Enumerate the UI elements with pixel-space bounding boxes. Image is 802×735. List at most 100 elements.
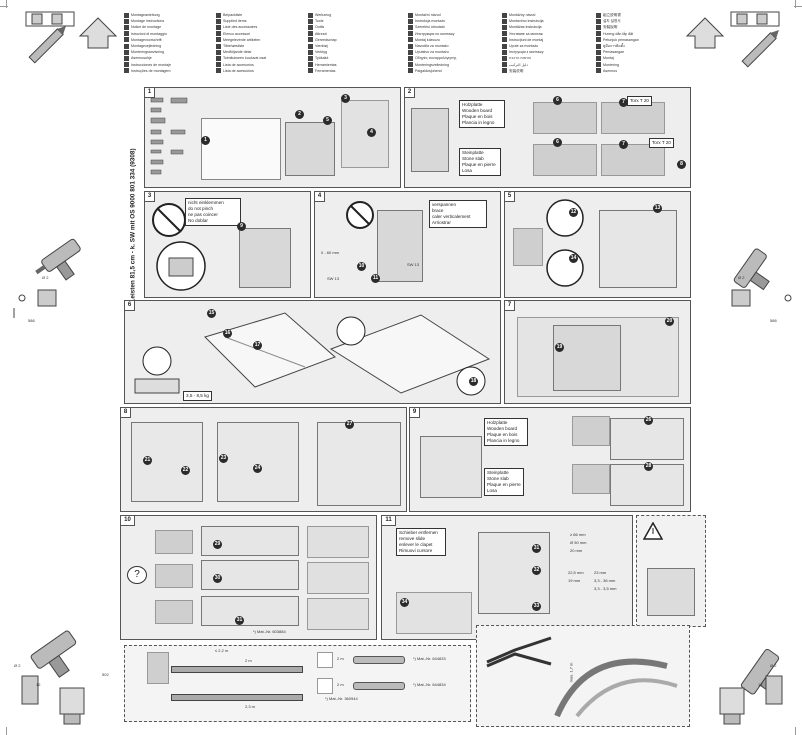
legend-row: Montageanleitung <box>124 12 214 18</box>
flag-icon <box>596 12 601 18</box>
step-callout: 29 <box>213 540 222 549</box>
step-callout: 10 <box>357 262 366 271</box>
legend-row: Tools <box>308 18 388 24</box>
step-panel-5: 5 12 14 13 <box>504 191 691 298</box>
dishwasher-view <box>217 422 299 502</box>
legend-text: Supplied items <box>223 19 247 24</box>
crop-mark <box>794 6 802 7</box>
legend-text: Montagevoorschrift <box>131 37 162 42</box>
dishwasher-body <box>377 210 423 282</box>
bottom-left-drill-diagram <box>21 630 85 725</box>
dishwasher-view <box>131 422 203 502</box>
legend-text: Montavimo instrukcija <box>509 19 544 24</box>
flag-icon <box>124 55 129 61</box>
label-line: enlever le clapet <box>399 542 433 547</box>
legend-text: Instrukcja montażu <box>415 19 446 24</box>
legend-row: Montagevoorschrift <box>124 37 214 43</box>
plinth-detail <box>307 526 369 558</box>
cabinet-section <box>601 144 665 176</box>
step-callout: 13 <box>653 204 662 213</box>
pipe-end <box>147 652 169 684</box>
legend-text: Montagevejledning <box>131 44 162 48</box>
dimension: 3,3 - 3,5 mm <box>594 586 617 591</box>
legend-text: 安装说明 <box>509 68 524 73</box>
legend-row: Navodila za montažo <box>408 43 500 49</box>
legend-row: Instrukcja montażu <box>408 18 500 24</box>
side-detail <box>513 228 543 266</box>
flag-icon <box>408 43 413 49</box>
screw-detail-circle <box>546 199 584 237</box>
dishwasher-open <box>317 422 401 506</box>
torx-label: Torx T 20 <box>627 96 652 106</box>
legend-row: Supplied items <box>216 18 306 24</box>
step-panel-2: 2 Holzplatte Wooden board Plaque en bois… <box>404 87 691 188</box>
legend-text: Navodila za montažo <box>415 44 449 48</box>
legend-text: Montageanleitung <box>131 13 160 17</box>
legend-text: Verktyg <box>315 50 327 55</box>
legend-row: Monteringsveiledning <box>408 62 500 68</box>
flag-icon <box>216 24 221 30</box>
legend-text: Упътване за монтаж <box>509 31 543 36</box>
legend-text: Szerelési útmutató <box>415 25 445 30</box>
no-use-icon <box>346 201 374 229</box>
legend-row: Lista de accesorios <box>216 62 306 68</box>
label-line: nicht einklemmen <box>188 200 224 205</box>
legend-row: Meegeleverde artikelen <box>216 37 306 43</box>
wrench-size: SW 13 <box>407 262 420 267</box>
flag-icon <box>124 31 129 37</box>
dimension: 20 mm <box>570 548 583 553</box>
flag-icon <box>502 12 507 18</box>
socket-icon <box>317 652 333 668</box>
legend-text: Upute za montažu <box>509 44 539 48</box>
legend-row: دليل التركيب <box>502 62 594 68</box>
hose <box>171 694 303 701</box>
legend-row: Työkalut <box>308 55 388 61</box>
flag-icon <box>502 31 507 37</box>
flag-icon <box>124 68 129 74</box>
parts-list <box>150 97 188 175</box>
legend-text: Gereedschap <box>315 37 337 42</box>
flag-icon <box>502 62 507 68</box>
step-callout: 30 <box>213 574 222 583</box>
left-drill-diameter: Ø 2 <box>42 275 49 280</box>
legend-row: Инструкция по монтажу <box>408 31 500 37</box>
plinth-detail <box>307 562 369 594</box>
left-width-dim: 586 <box>28 318 35 323</box>
step-callout: 7 <box>619 140 628 149</box>
legend-row: Pemasangan <box>596 49 678 55</box>
legend-text: Beipackliste <box>223 13 243 17</box>
legend-text: Asennusohje <box>131 56 152 61</box>
br-drill-diameter: Ø 2 <box>770 663 777 668</box>
legend-text: Инструкция по монтажу <box>415 31 455 36</box>
flag-icon <box>308 49 313 55</box>
label-line: Plaque en pierre <box>487 482 521 487</box>
dishwasher-body <box>239 228 291 288</box>
legend-text: Інструкція з монтажу <box>509 50 544 55</box>
legend-text: คู่มือการติดตั้ง <box>603 44 625 48</box>
flag-icon <box>408 31 413 37</box>
legend-text: Työkalut <box>315 56 329 61</box>
legend-row: Paigaldusjuhend <box>408 68 500 74</box>
legend-text: Montaj kılavuzu <box>415 37 440 42</box>
cable-coil <box>353 682 405 690</box>
legend-row: Οδηγίες συναρμολόγησης <box>408 55 500 61</box>
legend-text: Lista de accesorios <box>223 62 254 67</box>
flag-icon <box>408 18 413 24</box>
legend-row: Montagevejledning <box>124 43 214 49</box>
material-number: *) Mat.-Nr. 360944 <box>325 696 358 701</box>
legend-text: Toimitukseen kuuluvat osat <box>223 56 267 61</box>
flag-icon <box>124 24 129 30</box>
material-number: *) Mat.-Nr. 644834 <box>413 682 446 687</box>
foil-detail <box>134 346 180 394</box>
panel-number: 7 <box>505 301 515 311</box>
dimension: 22,5 mm <box>568 570 584 575</box>
step-panel-6: 6 3,5 - 8,5 kg 15 16 17 18 <box>124 300 501 404</box>
legend-row: Uputstvo za montažu <box>408 49 500 55</box>
dishwasher-body <box>285 122 335 176</box>
dimension: 19 mm <box>568 578 581 583</box>
front-option <box>155 564 193 588</box>
legend-row: Notice de montage <box>124 24 214 30</box>
panel-number: 1 <box>145 88 155 98</box>
flag-icon <box>216 18 221 24</box>
step-callout: 7 <box>619 98 628 107</box>
